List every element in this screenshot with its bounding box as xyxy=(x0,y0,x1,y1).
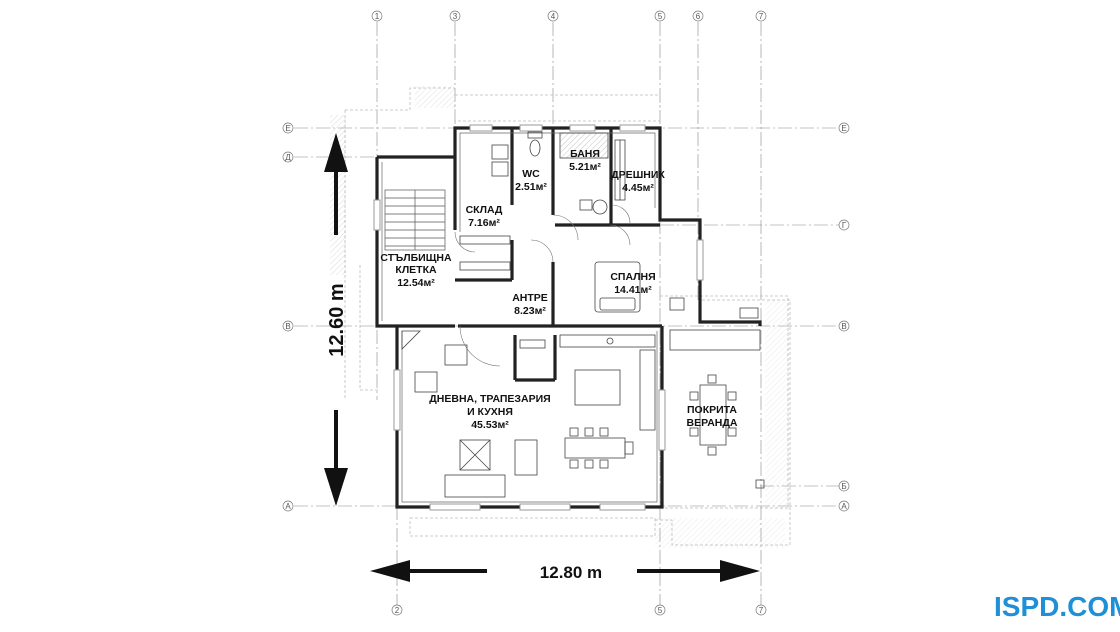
svg-text:1: 1 xyxy=(375,12,380,21)
axis-bubbles-right: Е Г В Б А xyxy=(838,122,850,512)
axis-bubble-6: 6 xyxy=(692,10,704,22)
axis-bubble-e-right: Е xyxy=(838,122,850,134)
hatched-strip-top xyxy=(415,86,455,108)
room-dreshnik-name: ДРЕШНИК xyxy=(611,169,665,181)
room-spalnya-area: 14.41м² xyxy=(614,284,652,296)
logo-text: ISPD.COM xyxy=(994,591,1120,622)
svg-text:А: А xyxy=(841,502,847,511)
svg-text:3: 3 xyxy=(453,12,458,21)
walls xyxy=(375,126,762,509)
room-banya-area: 5.21м² xyxy=(569,161,601,173)
axis-bubble-5-bottom: 5 xyxy=(654,604,666,616)
width-dimension-label: 12.80 m xyxy=(540,563,602,582)
room-antre-name: АНТРЕ xyxy=(512,292,548,304)
room-stairs-name: СТЪЛБИЩНА xyxy=(380,252,452,264)
svg-text:А: А xyxy=(285,502,291,511)
axis-bubble-3: 3 xyxy=(449,10,461,22)
room-wc-area: 2.51м² xyxy=(515,181,547,193)
height-dimension: 12.60 m xyxy=(324,133,348,506)
door-swings xyxy=(454,204,631,367)
svg-text:5: 5 xyxy=(658,606,663,615)
room-dnevna-name: ДНЕВНА, ТРАПЕЗАРИЯ xyxy=(429,393,550,405)
axis-bubbles-bottom: 2 5 7 xyxy=(391,604,767,616)
room-veranda-name: ПОКРИТА xyxy=(687,404,737,416)
room-wc-name: WC xyxy=(522,168,540,180)
width-dimension: 12.80 m xyxy=(370,560,760,582)
svg-text:Е: Е xyxy=(285,124,290,133)
axis-bubble-g-right: Г xyxy=(838,219,850,231)
svg-text:Д: Д xyxy=(285,153,291,162)
svg-text:Е: Е xyxy=(841,124,846,133)
axis-bubble-e-left: Е xyxy=(282,122,294,134)
axis-bubble-d-left: Д xyxy=(282,151,294,163)
hatched-strip-veranda xyxy=(765,300,789,510)
axis-bubble-7: 7 xyxy=(755,10,767,22)
svg-text:4: 4 xyxy=(551,12,556,21)
room-sklad-name: СКЛАД xyxy=(466,204,503,216)
svg-text:Г: Г xyxy=(842,221,847,230)
svg-text:2: 2 xyxy=(395,606,400,615)
svg-text:В: В xyxy=(285,322,290,331)
room-spalnya-name: СПАЛНЯ xyxy=(610,271,655,283)
windows xyxy=(373,124,704,511)
axis-bubble-a-left: А xyxy=(282,500,294,512)
room-veranda-name2: ВЕРАНДА xyxy=(687,417,738,429)
svg-text:5: 5 xyxy=(658,12,663,21)
axis-bubble-v-left: В xyxy=(282,320,294,332)
axis-bubble-5: 5 xyxy=(654,10,666,22)
room-dnevna-area: 45.53м² xyxy=(471,419,509,431)
room-labels: WC 2.51м² БАНЯ 5.21м² ДРЕШНИК 4.45м² СКЛ… xyxy=(380,148,737,431)
svg-text:7: 7 xyxy=(759,12,764,21)
ispd-logo: ISPD.COM xyxy=(990,586,1120,622)
axis-bubble-4: 4 xyxy=(547,10,559,22)
axis-bubble-1: 1 xyxy=(371,10,383,22)
svg-text:Б: Б xyxy=(841,482,846,491)
wall-inner-lines xyxy=(381,132,658,503)
room-dreshnik-area: 4.45м² xyxy=(622,182,654,194)
axis-bubble-a-right: А xyxy=(838,500,850,512)
fixtures xyxy=(401,131,765,498)
room-dnevna-name2: И КУХНЯ xyxy=(467,406,513,418)
room-banya-name: БАНЯ xyxy=(570,148,600,160)
axis-bubble-v-right: В xyxy=(838,320,850,332)
svg-text:В: В xyxy=(841,322,846,331)
room-stairs-area: 12.54м² xyxy=(397,277,435,289)
axis-bubbles-left: Е Д В А xyxy=(282,122,294,512)
room-stairs-name2: КЛЕТКА xyxy=(395,264,437,276)
room-antre-area: 8.23м² xyxy=(514,305,546,317)
axis-bubbles-top: 1 3 4 5 6 7 xyxy=(371,10,767,22)
height-dimension-label: 12.60 m xyxy=(326,283,348,356)
axis-bubble-7-bottom: 7 xyxy=(755,604,767,616)
room-sklad-area: 7.16м² xyxy=(468,217,500,229)
svg-text:7: 7 xyxy=(759,606,764,615)
axis-bubble-b-right: Б xyxy=(838,480,850,492)
axis-bubble-2-bottom: 2 xyxy=(391,604,403,616)
hatched-strip-bottom xyxy=(655,518,785,548)
svg-text:6: 6 xyxy=(696,12,701,21)
stairs xyxy=(384,189,446,251)
